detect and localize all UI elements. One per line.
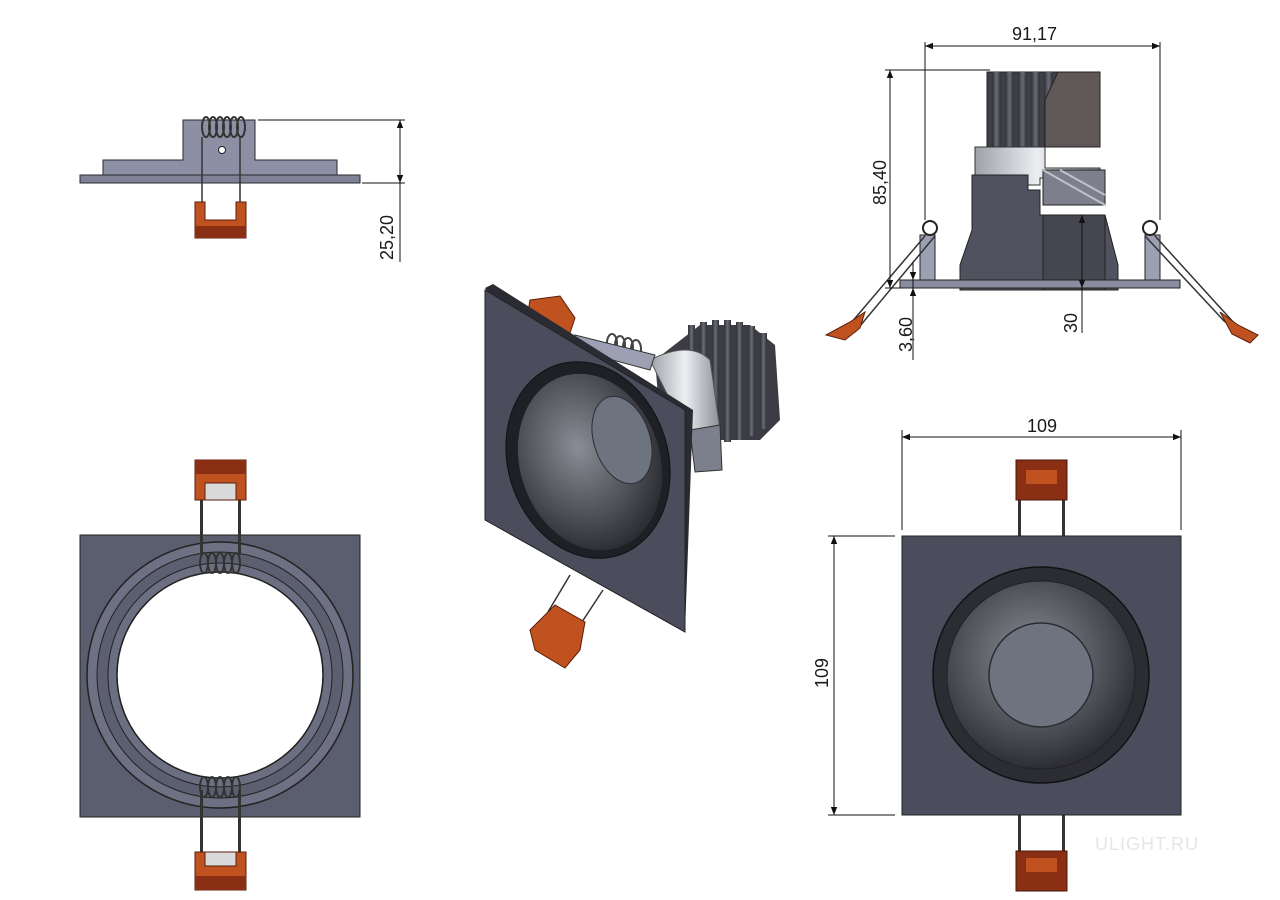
side-view: 25,20 xyxy=(79,116,405,262)
back-clip-top xyxy=(194,459,247,501)
side-pin xyxy=(218,146,226,154)
watermark: ULIGHT.RU xyxy=(1095,834,1199,854)
section-heatsink xyxy=(986,71,1101,148)
dim-flange-thickness: 3,60 xyxy=(896,317,916,352)
dim-face-width: 109 xyxy=(1027,416,1057,436)
dim-total-height: 85,40 xyxy=(870,160,890,205)
front-lens xyxy=(988,622,1094,728)
dim-outer-diameter: 91,17 xyxy=(1012,24,1057,44)
back-cutout xyxy=(116,571,324,779)
front-clip-top xyxy=(1015,459,1068,501)
iso-lens xyxy=(591,395,653,485)
back-clip-bottom xyxy=(194,851,247,891)
iso-clip-bottom xyxy=(529,604,586,669)
dim-mount-height: 25,20 xyxy=(377,215,397,260)
isometric-view xyxy=(484,284,780,669)
side-flange xyxy=(79,174,361,184)
section-view: 91,17 85,40 3,60 30 xyxy=(824,24,1259,360)
side-clip xyxy=(194,201,247,239)
back-view xyxy=(79,459,361,891)
section-clip-right xyxy=(1219,311,1259,344)
side-spring xyxy=(201,116,246,138)
front-view: 109 109 ULIGHT.RU xyxy=(812,416,1199,892)
front-clip-bottom xyxy=(1015,850,1068,892)
section-clip-left xyxy=(824,310,866,341)
dim-lens-depth: 30 xyxy=(1061,313,1081,333)
section-flange xyxy=(899,279,1181,289)
dim-face-height: 109 xyxy=(812,658,832,688)
